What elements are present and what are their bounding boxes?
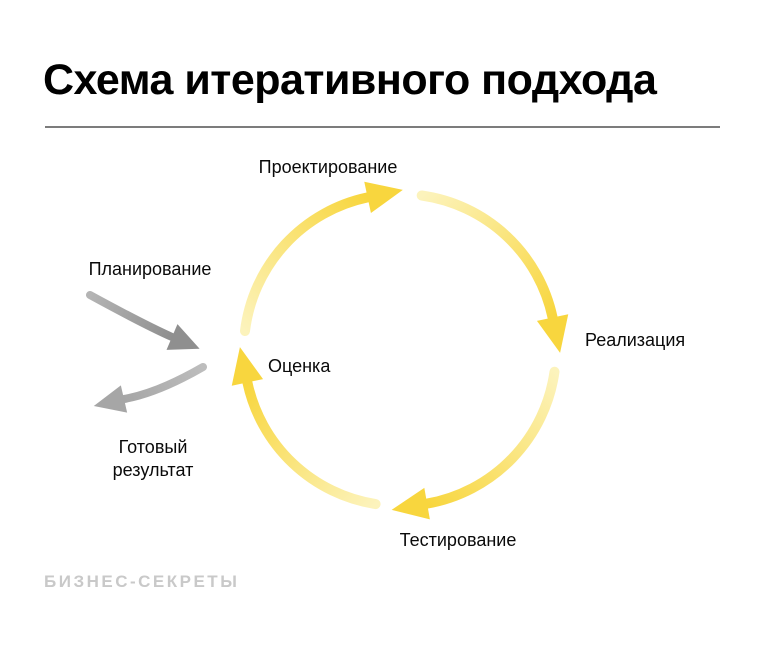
cycle-arrowhead-implementation — [536, 314, 569, 353]
cycle-arc-to-testing — [422, 366, 560, 509]
step-label-testing: Тестирование — [399, 530, 517, 550]
input-arrow-curve — [86, 291, 176, 341]
cycle-arrowhead-design — [364, 181, 403, 214]
step-label-design: Проектирование — [258, 157, 398, 177]
input-arrow-icon — [166, 324, 200, 350]
cycle-arrowhead-testing — [391, 487, 430, 520]
output-label-result: Готовый результат — [112, 437, 194, 480]
brand-logo: БИЗНЕС-СЕКРЕТЫ — [44, 572, 240, 591]
step-label-implementation: Реализация — [585, 330, 686, 350]
output-arrow-curve — [120, 363, 207, 403]
page-title: Схема итеративного подхода — [43, 56, 657, 104]
title-divider — [45, 126, 720, 128]
cycle-arc-to-evaluation — [242, 377, 381, 510]
cycle-arc-to-implementation — [416, 190, 558, 323]
step-label-evaluation: Оценка — [268, 356, 331, 376]
output-arrow-icon — [93, 385, 128, 413]
cycle-arrowhead-evaluation — [231, 347, 264, 386]
cycle-arc-to-design — [240, 192, 373, 336]
input-label-planning: Планирование — [88, 259, 212, 279]
